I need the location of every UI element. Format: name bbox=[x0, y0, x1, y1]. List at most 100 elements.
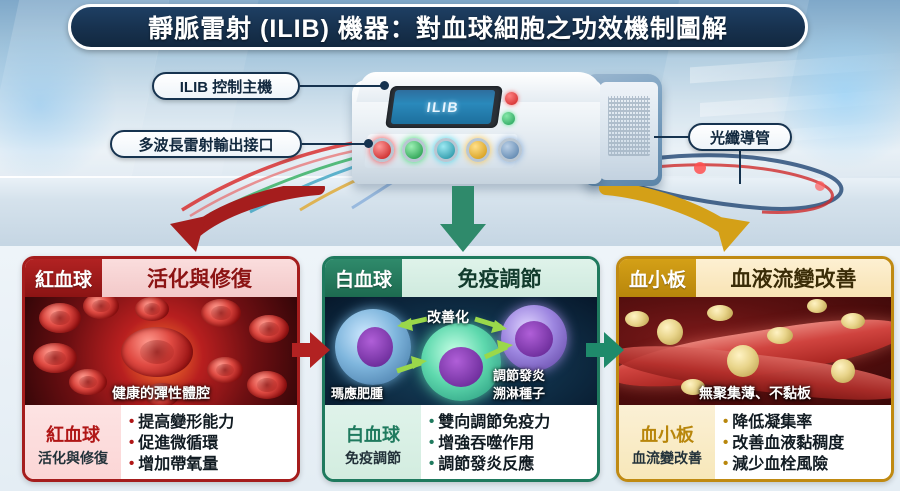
bullet-dot-icon: • bbox=[723, 413, 729, 430]
red-blood-cell bbox=[201, 299, 241, 327]
platelet bbox=[652, 314, 688, 350]
platelet bbox=[826, 354, 860, 388]
bullet-dot-icon: • bbox=[129, 413, 135, 430]
arrow-to-green-panel bbox=[440, 186, 486, 252]
panel-gold-bullet-text: 降低凝集率 bbox=[732, 414, 813, 431]
callout-control-unit[interactable]: ILIB 控制主機 bbox=[152, 72, 300, 100]
laser-port-amber[interactable] bbox=[466, 138, 490, 162]
connector-red-to-green bbox=[292, 332, 330, 368]
red-blood-cell bbox=[247, 371, 287, 399]
power-button-indicator[interactable] bbox=[502, 112, 515, 125]
panel-gold-bullet: • 降低凝集率 bbox=[723, 413, 887, 433]
panel-red-bullet: • 促進微循環 bbox=[129, 434, 293, 454]
panel-red-bullet: • 增加帶氧量 bbox=[129, 455, 293, 475]
panel-gold-bullet: • 減少血栓風險 bbox=[723, 455, 887, 475]
red-blood-cell bbox=[33, 343, 77, 373]
panel-red-header: 紅血球 活化與修復 bbox=[25, 259, 297, 297]
effects-panel-row: 紅血球 活化與修復 健康的彈性體腔 bbox=[0, 246, 900, 491]
device-screen[interactable]: ILIB bbox=[390, 90, 496, 124]
cell-nucleus bbox=[515, 321, 553, 357]
red-blood-cell bbox=[121, 327, 193, 377]
bullet-dot-icon: • bbox=[429, 413, 435, 430]
panel-red-tag: 紅血球 bbox=[25, 259, 103, 297]
panel-green-inner-left-label: 瑪應肥腫 bbox=[331, 386, 384, 401]
panel-red-subtitle-label: 活化與修復 bbox=[147, 268, 252, 291]
cell-nucleus bbox=[439, 347, 483, 387]
title-banner: 靜脈雷射 (ILIB) 機器：對血球細胞之功效機制圖解 bbox=[68, 4, 808, 50]
platelet bbox=[722, 340, 764, 382]
ilib-device: ILIB bbox=[352, 72, 664, 194]
panel-gold-subtitle: 血液流變改善 bbox=[696, 259, 891, 297]
callout-anchor-dot bbox=[364, 139, 373, 148]
cell-nucleus bbox=[357, 327, 393, 367]
panel-green-footer: 白血球 免疫調節 • 雙向調節免疫力 • 增強吞噬作用 • 調節發炎反應 bbox=[325, 405, 597, 479]
panel-green-bullet-text: 雙向調節免疫力 bbox=[438, 414, 551, 431]
platelet bbox=[767, 327, 793, 344]
panel-gold-side-title: 血小板 bbox=[640, 424, 694, 445]
panel-green-bullets: • 雙向調節免疫力 • 增強吞噬作用 • 調節發炎反應 bbox=[421, 405, 597, 479]
platelet bbox=[681, 379, 705, 395]
panel-red-bullet-text: 提高變形能力 bbox=[138, 414, 235, 431]
panel-red-side-label: 紅血球 活化與修復 bbox=[25, 405, 121, 479]
panel-green-inner-right-label-2: 溯淋種子 bbox=[493, 386, 546, 401]
panel-red-illustration: 健康的彈性體腔 bbox=[25, 297, 297, 405]
panel-gold-bullet: • 改善血液黏稠度 bbox=[723, 434, 887, 454]
stop-button-indicator[interactable] bbox=[505, 92, 518, 105]
callout-control-unit-label: ILIB 控制主機 bbox=[179, 78, 273, 96]
bullet-dot-icon: • bbox=[129, 434, 135, 451]
panel-red-blood-cell: 紅血球 活化與修復 健康的彈性體腔 bbox=[22, 256, 300, 482]
panel-red-bullets: • 提高變形能力 • 促進微循環 • 增加帶氧量 bbox=[121, 405, 297, 479]
panel-gold-subtitle-label: 血液流變改善 bbox=[730, 268, 857, 291]
page-title: 靜脈雷射 (ILIB) 機器：對血球細胞之功效機制圖解 bbox=[148, 15, 728, 43]
red-blood-cell bbox=[39, 303, 81, 333]
panel-red-bullet-text: 促進微循環 bbox=[138, 435, 219, 452]
bullet-dot-icon: • bbox=[723, 455, 729, 472]
panel-green-side-title: 白血球 bbox=[346, 424, 400, 445]
callout-anchor-dot bbox=[380, 81, 389, 90]
laser-port-cyan[interactable] bbox=[434, 138, 458, 162]
panel-green-inner-right-label-1: 調節發炎 bbox=[493, 368, 546, 383]
panel-green-bullet: • 調節發炎反應 bbox=[429, 455, 593, 475]
platelet bbox=[841, 313, 865, 329]
panel-green-tag: 白血球 bbox=[325, 259, 403, 297]
panel-green-bullet: • 增強吞噬作用 bbox=[429, 434, 593, 454]
panel-green-tag-label: 白血球 bbox=[335, 269, 393, 291]
bullet-dot-icon: • bbox=[723, 434, 729, 451]
panel-green-bullet: • 雙向調節免疫力 bbox=[429, 413, 593, 433]
panel-green-side-subtitle: 免疫調節 bbox=[345, 449, 401, 466]
bullet-dot-icon: • bbox=[129, 455, 135, 472]
panel-red-subtitle: 活化與修復 bbox=[102, 259, 297, 297]
red-blood-cell bbox=[83, 297, 119, 319]
panel-red-bullet: • 提高變形能力 bbox=[129, 413, 293, 433]
panel-gold-image-caption: 無聚集薄、不黏板 bbox=[699, 385, 811, 401]
panel-green-illustration: 改善化 瑪應肥腫 調節發炎 溯淋種子 bbox=[325, 297, 597, 405]
callout-leader-line bbox=[300, 85, 384, 87]
panel-green-subtitle-label: 免疫調節 bbox=[457, 268, 542, 291]
laser-port-blue[interactable] bbox=[498, 138, 522, 162]
panel-red-image-caption: 健康的彈性體腔 bbox=[112, 385, 210, 401]
laser-port-red[interactable] bbox=[370, 138, 394, 162]
bullet-dot-icon: • bbox=[429, 434, 435, 451]
red-blood-cell bbox=[145, 383, 179, 405]
callout-laser-output-port[interactable]: 多波長雷射輸出接口 bbox=[110, 130, 302, 158]
panel-gold-bullet-text: 改善血液黏稠度 bbox=[732, 435, 845, 452]
panel-gold-side-label: 血小板 血流變改善 bbox=[619, 405, 715, 479]
panel-green-side-label: 白血球 免疫調節 bbox=[325, 405, 421, 479]
panel-platelet: 血小板 血液流變改善 無聚集薄、不黏板 bbox=[616, 256, 894, 482]
callout-fiber-catheter[interactable]: 光纖導管 bbox=[688, 123, 792, 151]
improvement-arrows bbox=[396, 316, 513, 374]
panel-green-bullet-text: 調節發炎反應 bbox=[438, 456, 535, 473]
panel-gold-bullets: • 降低凝集率 • 改善血液黏稠度 • 減少血栓風險 bbox=[715, 405, 891, 479]
panel-red-side-subtitle: 活化與修復 bbox=[38, 449, 108, 466]
platelet bbox=[807, 299, 827, 313]
platelet bbox=[707, 305, 733, 321]
panel-gold-header: 血小板 血液流變改善 bbox=[619, 259, 891, 297]
white-blood-cell-activated bbox=[421, 323, 501, 401]
panel-gold-side-subtitle: 血流變改善 bbox=[632, 449, 702, 466]
arrow-to-red-panel bbox=[170, 186, 325, 252]
laser-port-green[interactable] bbox=[402, 138, 426, 162]
panel-green-header: 白血球 免疫調節 bbox=[325, 259, 597, 297]
callout-leader-line bbox=[739, 150, 741, 184]
ventilation-grille bbox=[608, 96, 650, 156]
